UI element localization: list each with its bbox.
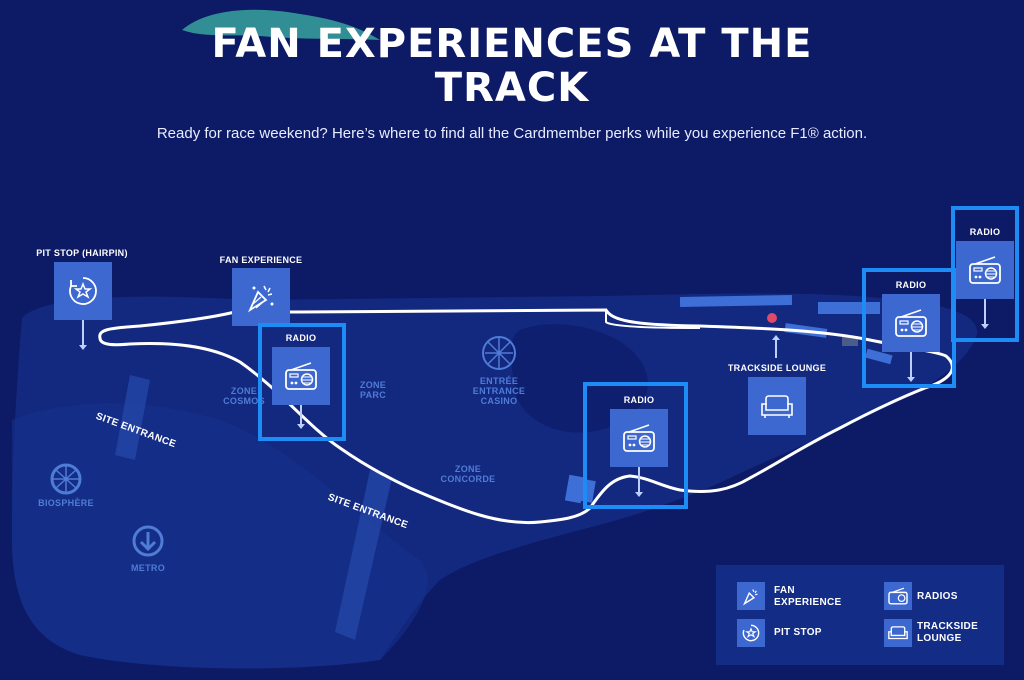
trackside-lounge-label: TRACKSIDE LOUNGE [727, 363, 827, 373]
metro-icon [132, 525, 164, 557]
pit-stop-tile[interactable] [54, 262, 112, 320]
radio-pointer-2 [635, 467, 643, 497]
trackside-lounge-pointer [772, 335, 780, 358]
title-line-2: TRACK [434, 65, 590, 111]
grandstand [865, 348, 893, 365]
radio-pointer-4 [981, 299, 989, 329]
legend-pit-stop-icon [737, 619, 765, 647]
zone-parc-label: ZONE PARC [359, 380, 387, 400]
radio-tile-3[interactable] [882, 294, 940, 352]
access-path-1 [115, 375, 150, 460]
radio-icon [623, 424, 655, 452]
grandstand [564, 474, 586, 504]
legend-fan-experience-text: FAN EXPERIENCE [774, 585, 842, 608]
lower-island [12, 403, 428, 669]
fan-experience-tile[interactable] [232, 268, 290, 326]
zone-cosmos-label: ZONE COSMOS [223, 386, 265, 406]
fan-experience-label: FAN EXPERIENCE [219, 255, 303, 265]
title-line-1: FAN EXPERIENCES AT THE [211, 21, 813, 67]
legend-radios-text: RADIOS [917, 591, 958, 602]
pit-stop-pointer [79, 320, 87, 350]
radio-tile-4[interactable] [956, 241, 1014, 299]
radio-label-4: RADIO [969, 227, 1001, 237]
pit-stop-icon [69, 277, 97, 305]
pit-stop-label: PIT STOP (HAIRPIN) [36, 248, 128, 258]
confetti-icon [247, 285, 274, 313]
legend-radios-icon [884, 582, 912, 610]
trackside-lounge-tile[interactable] [748, 377, 806, 435]
radio-pointer-1 [297, 405, 305, 429]
pit-stop-icon [742, 624, 760, 642]
radio-highlight-4 [951, 206, 1019, 342]
car-marker [767, 313, 777, 323]
radio-icon [285, 362, 317, 390]
metro-label: METRO [131, 563, 165, 573]
radio-pointer-3 [907, 352, 915, 382]
race-track [98, 308, 954, 525]
radio-highlight-2 [583, 382, 688, 509]
radio-label-1: RADIO [285, 333, 317, 343]
sofa-icon [761, 395, 793, 418]
radio-tile-1[interactable] [272, 347, 330, 405]
biosphere-icon [50, 463, 82, 495]
casino-icon [482, 336, 516, 370]
radio-label-3: RADIO [895, 280, 927, 290]
lake [510, 324, 648, 433]
radio-highlight-1 [258, 323, 346, 441]
legend-trackside-lounge-icon [884, 619, 912, 647]
page-subtitle: Ready for race weekend? Here’s where to … [156, 125, 868, 142]
legend-trackside-lounge-text: TRACKSIDE LOUNGE [917, 621, 979, 644]
sofa-icon [888, 626, 908, 640]
decorative-swoosh [182, 9, 380, 40]
confetti-icon [742, 589, 758, 606]
radio-label-2: RADIO [623, 395, 655, 405]
radio-tile-2[interactable] [610, 409, 668, 467]
page-title: FAN EXPERIENCES AT THE TRACK [0, 22, 1024, 110]
legend-fan-experience-icon [737, 582, 765, 610]
grandstand [679, 295, 793, 307]
grandstand [842, 336, 858, 346]
map-legend: FAN EXPERIENCE RADIOS PIT STOP TRACKSIDE… [716, 565, 1004, 665]
radio-icon [969, 256, 1001, 284]
radio-icon [895, 309, 927, 337]
legend-pit-stop-text: PIT STOP [774, 627, 822, 638]
casino-entrance-label: ENTRÉE ENTRANCE CASINO [472, 376, 526, 406]
service-road [605, 310, 701, 329]
biosphere-label: BIOSPHÈRE [38, 498, 94, 508]
zone-concorde-label: ZONE CONCORDE [440, 464, 496, 484]
access-path-2 [335, 470, 392, 640]
radio-icon [888, 587, 908, 605]
